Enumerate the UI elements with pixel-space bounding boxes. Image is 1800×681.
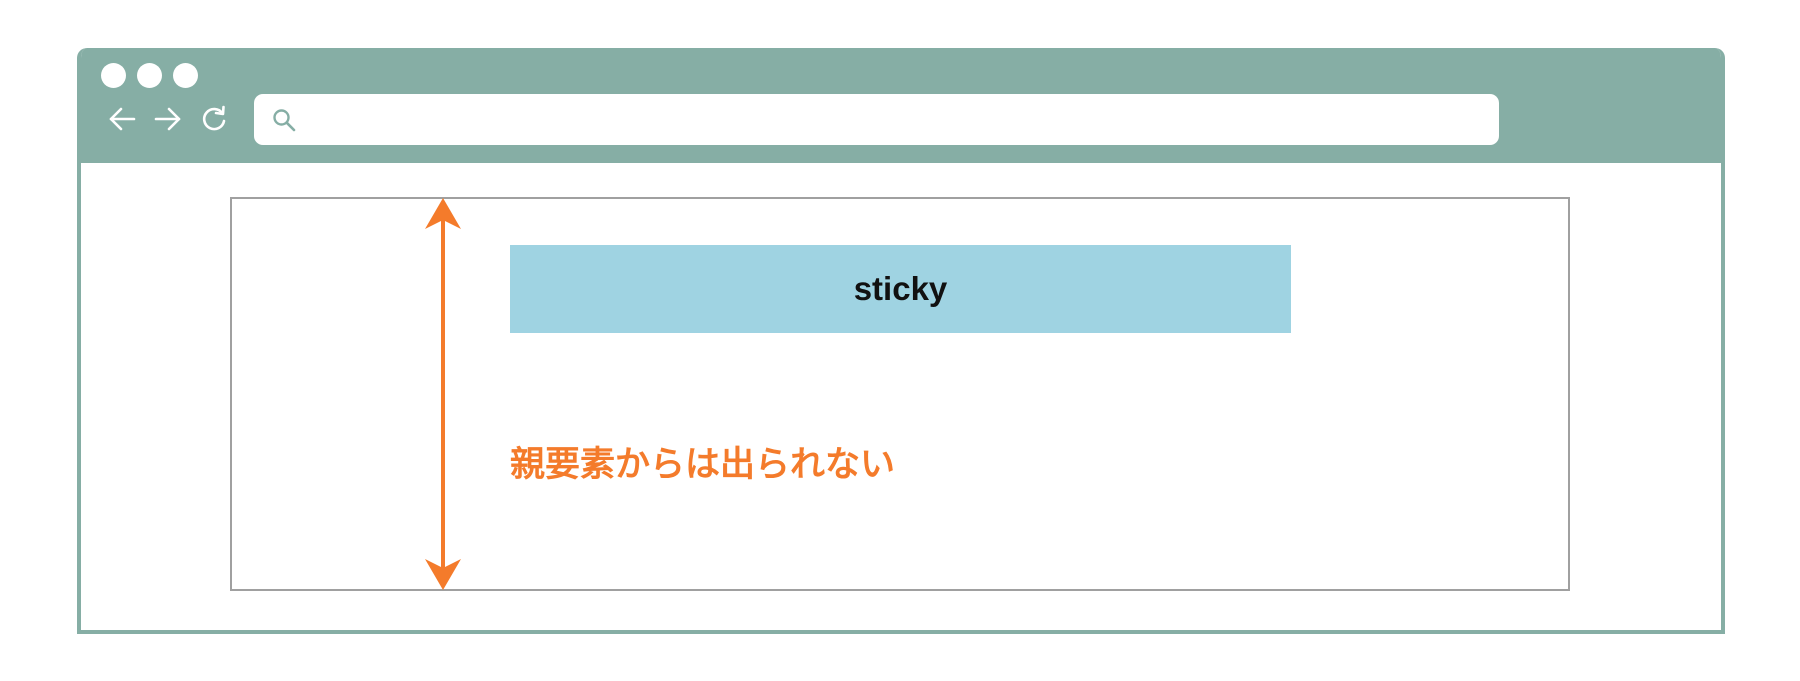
navigation-buttons	[105, 102, 231, 136]
sticky-element: sticky	[510, 245, 1291, 333]
constraint-note: 親要素からは出られない	[510, 445, 896, 485]
sticky-label: sticky	[853, 270, 948, 307]
search-icon	[273, 109, 296, 132]
reload-icon[interactable]	[197, 102, 231, 136]
window-controls	[101, 63, 198, 88]
minimize-window-dot[interactable]	[137, 63, 162, 88]
browser-toolbar	[81, 48, 1721, 163]
address-bar[interactable]	[254, 94, 1499, 147]
double-arrow-icon	[425, 198, 461, 590]
arrow-right-icon[interactable]	[151, 102, 185, 136]
address-input[interactable]	[310, 94, 1484, 147]
maximize-window-dot[interactable]	[173, 63, 198, 88]
close-window-dot[interactable]	[101, 63, 126, 88]
arrow-left-icon[interactable]	[105, 102, 139, 136]
